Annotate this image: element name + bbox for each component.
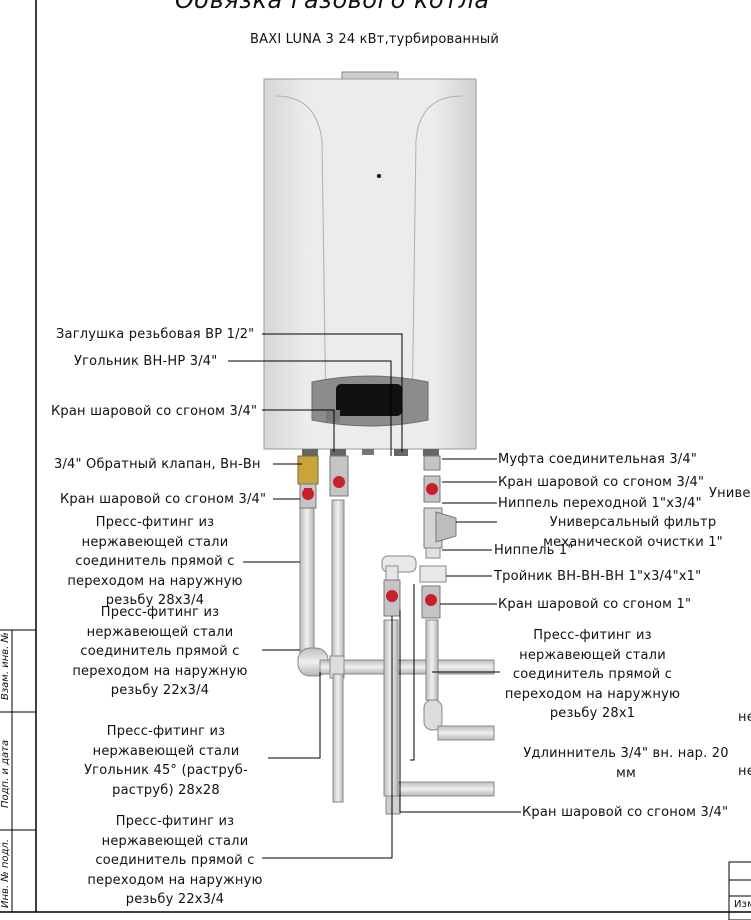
- cutoff-text-3: не: [738, 764, 751, 779]
- label-coupling: Муфта соединительная 3/4": [498, 452, 698, 467]
- stamp-side-2: Подп. и дата: [0, 739, 11, 808]
- label-press-fit-28x3-4: Пресс-фитинг из нержавеющей стали соедин…: [67, 515, 243, 608]
- label-check-valve: 3/4" Обратный клапан, Вн-Вн: [54, 457, 261, 472]
- boiler-model-label: BAXI LUNA 3 24 кВт,турбированный: [250, 32, 500, 47]
- label-ball-valve-3: Кран шаровой со сгоном 3/4": [498, 475, 705, 490]
- boiler: [263, 71, 477, 456]
- label-nipple: Ниппель 1": [494, 543, 574, 558]
- label-extender: Удлиннитель 3/4" вн. нар. 20 мм: [523, 746, 729, 781]
- label-ball-valve-1: Кран шаровой со сгоном 3/4": [51, 404, 258, 419]
- stamp-side-1: Взам. инв. №: [0, 632, 11, 700]
- label-nipple-reducer: Ниппель переходной 1"х3/4": [498, 496, 702, 511]
- label-filter: Универсальный фильтр механической очистк…: [543, 515, 723, 550]
- stamp-izm: Изм: [734, 899, 751, 910]
- label-ball-valve-4: Кран шаровой со сгоном 3/4": [522, 805, 729, 820]
- stamp-side-3: Инв. № подл.: [0, 839, 11, 908]
- label-plug: Заглушка резьбовая ВР 1/2": [56, 327, 255, 342]
- pipes: [297, 499, 495, 815]
- label-press-fit-22x3-4-b: Пресс-фитинг из нержавеющей стали соедин…: [87, 814, 263, 907]
- cutoff-text-2: не: [738, 710, 751, 725]
- label-press-fit-elbow45: Пресс-фитинг из нержавеющей стали Угольн…: [84, 724, 248, 798]
- label-elbow: Угольник ВН-НР 3/4": [74, 354, 218, 369]
- label-ball-valve-2: Кран шаровой со сгоном 3/4": [60, 492, 267, 507]
- title-block-fragment: [728, 861, 751, 920]
- valves: [297, 455, 441, 619]
- leader-lines: [228, 333, 521, 859]
- label-tee: Тройник ВН-ВН-ВН 1"х3/4"х1": [494, 569, 702, 584]
- label-press-fit-28x1: Пресс-фитинг из нержавеющей стали соедин…: [504, 628, 681, 721]
- label-press-fit-22x3-4-a: Пресс-фитинг из нержавеющей стали соедин…: [72, 605, 248, 698]
- diagram-title: Обвязка газового котла: [175, 0, 490, 14]
- cutoff-text-1: Униве: [709, 486, 751, 501]
- label-ball-valve-1in: Кран шаровой со сгоном 1": [498, 597, 692, 612]
